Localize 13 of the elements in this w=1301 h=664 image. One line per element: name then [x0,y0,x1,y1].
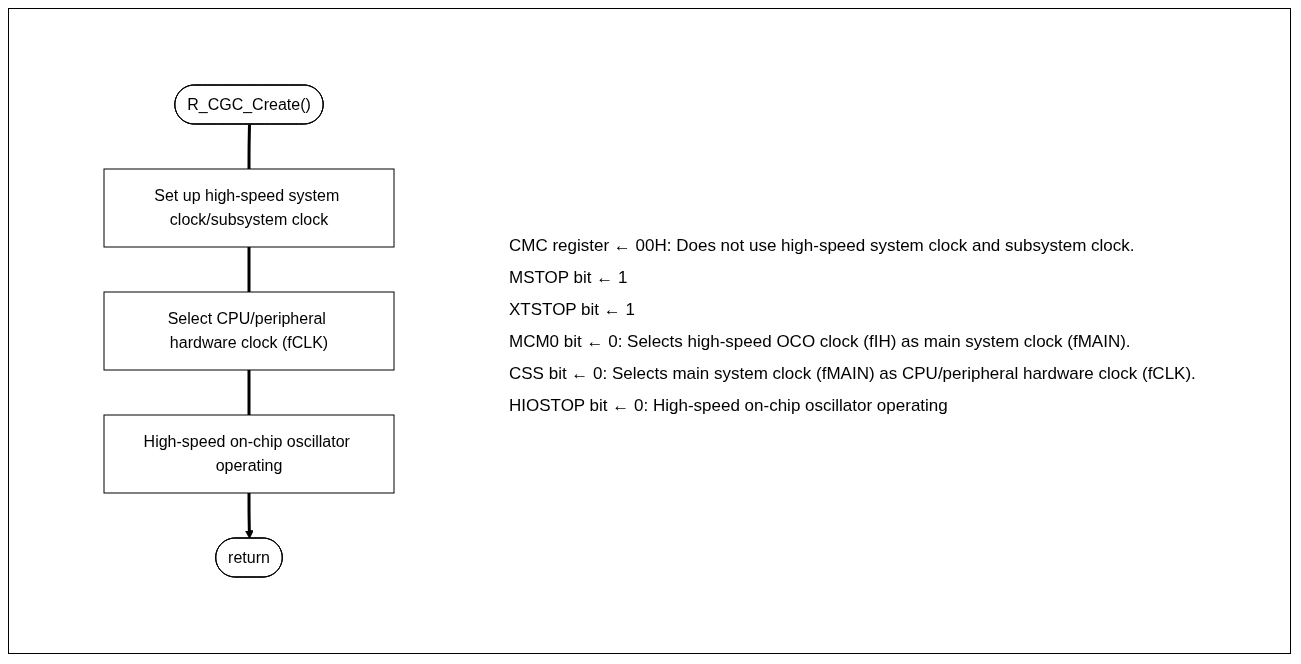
arrow [244,493,254,539]
note-text: CSS bit ← 0: Selects main system clock (fMAIN) as CPU/peripheral hardware clock (fCLK). [509,363,1197,386]
note-text: XTSTOP bit ← 1 [509,298,636,321]
connector [247,247,251,292]
note-text: MCM0 bit ← 0: Selects high-speed OCO clock (fIH) as main system clock (fMAIN). [509,331,1132,353]
connector [247,370,251,415]
node-box: High-speed on-chip oscillator operating [103,414,395,494]
node-box: Select CPU/peripheral hardware clock (fCLK) [103,291,395,371]
note-text: CMC register ← 00H: Does not use high-speed system clock and subsystem clock. [509,234,1136,257]
node-box: Set up high-speed system clock/subsystem clock [103,168,395,248]
note-text: MSTOP bit ← 1 [509,266,629,289]
connector [247,124,251,169]
note-text: HIOSTOP bit ← 0: High-speed on-chip oscillator operating [509,395,949,418]
